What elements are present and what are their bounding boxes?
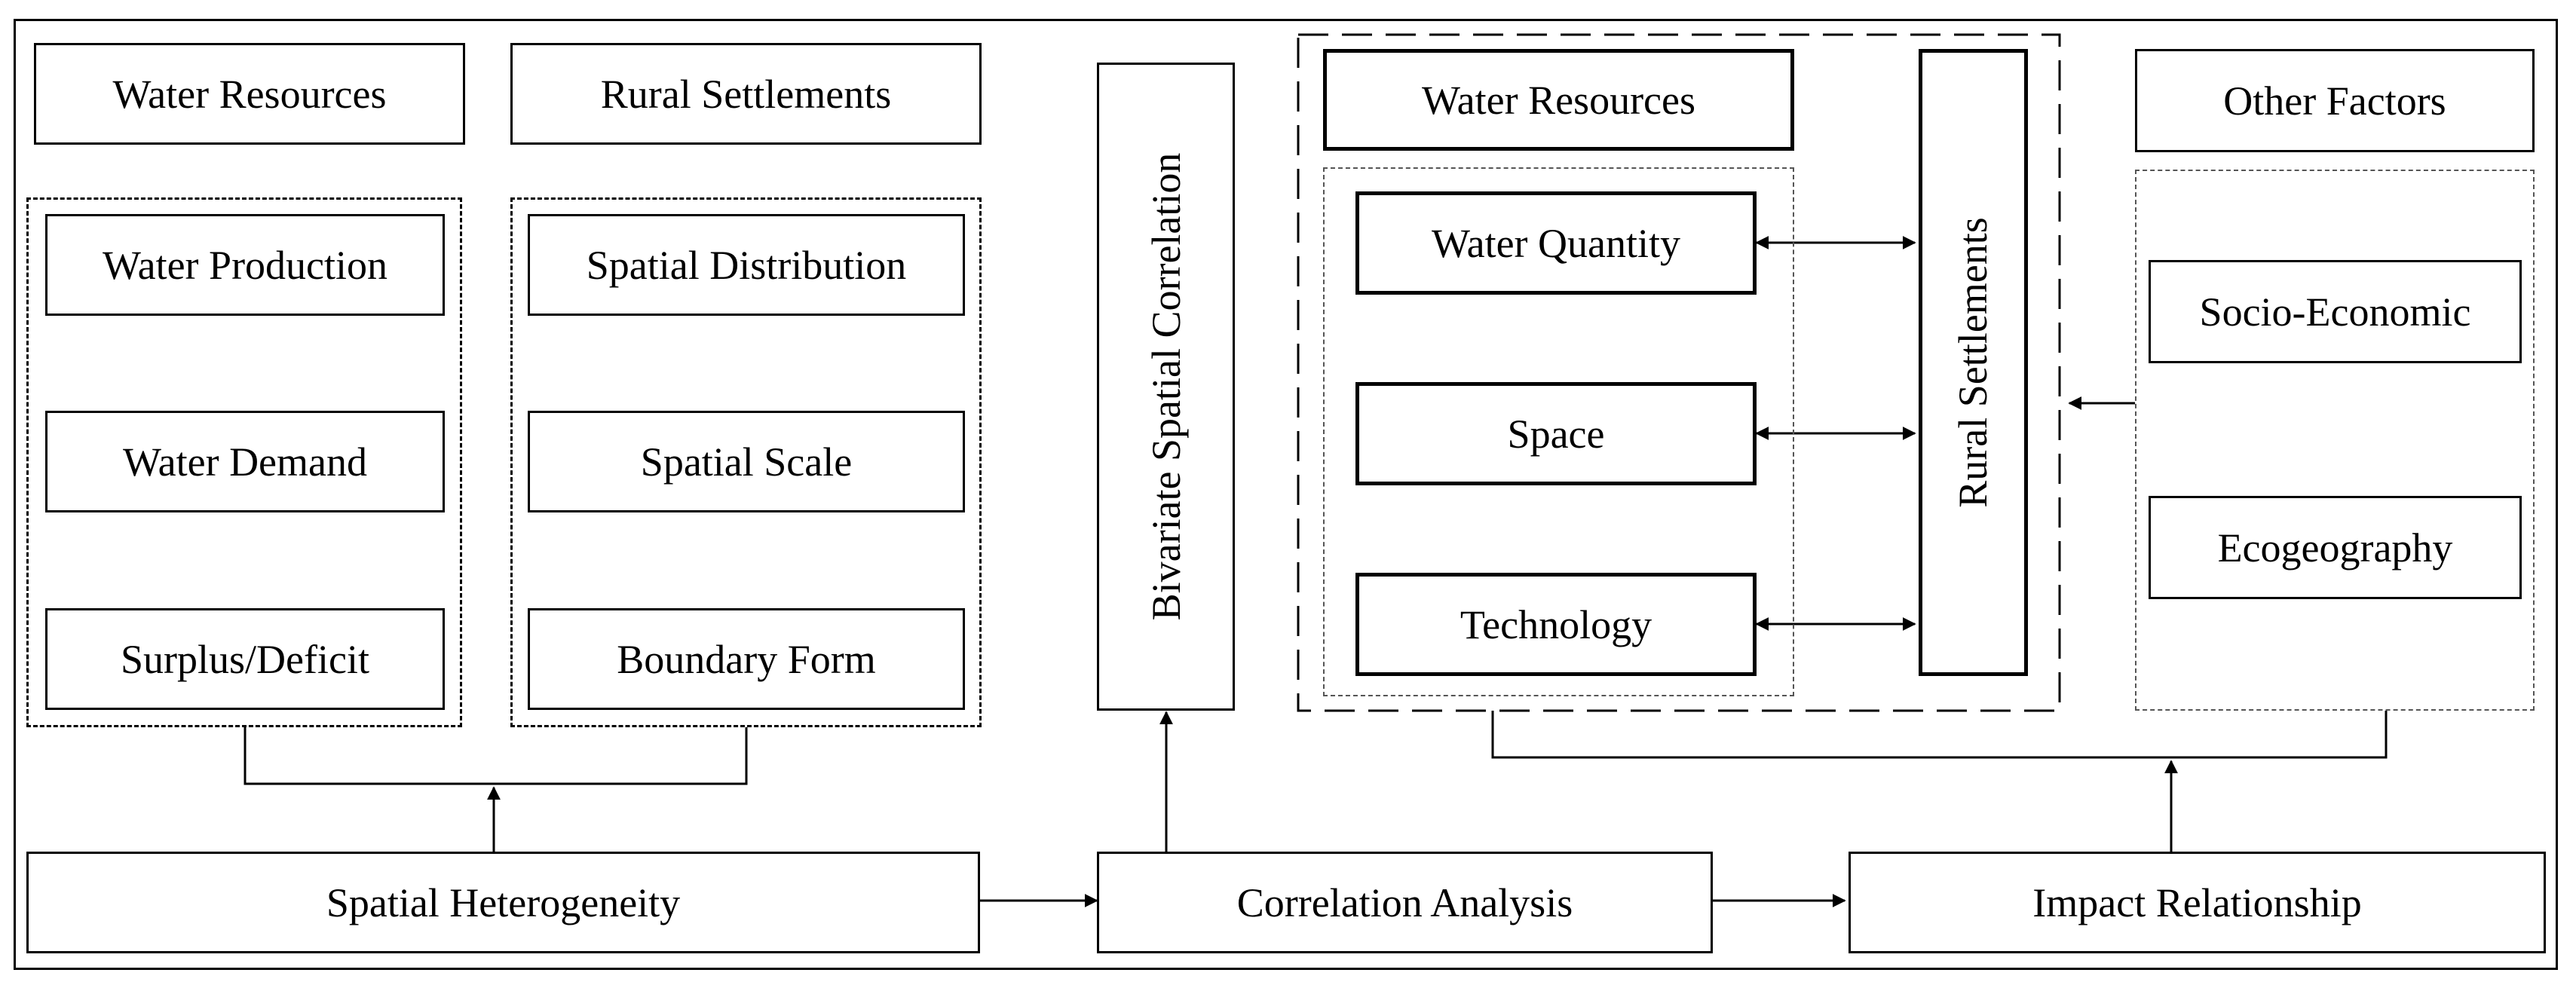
impact-relationship-box: Impact Relationship: [1849, 852, 2546, 953]
bivariate-spatial-correlation-label: Bivariate Spatial Correlation: [1144, 152, 1189, 621]
label: Space: [1507, 411, 1605, 457]
right-bracket-line: [1491, 711, 2388, 759]
label: Other Factors: [2223, 78, 2446, 124]
label: Technology: [1460, 601, 1652, 647]
right-water-items-group: [1323, 167, 1794, 696]
bivariate-spatial-correlation-box: [1097, 63, 1235, 711]
label: Spatial Scale: [640, 439, 853, 485]
rural-items-group: [510, 197, 982, 727]
right-water-resources-title: Water Resources: [1323, 49, 1794, 151]
label: Surplus/Deficit: [121, 636, 369, 682]
ecogeography-box: Ecogeography: [2149, 496, 2522, 599]
spatial-scale-box: Spatial Scale: [528, 411, 965, 512]
rural-settlements-vertical-box: [1919, 49, 2028, 676]
other-factors-group: [2135, 170, 2535, 711]
label: Water Resources: [1422, 77, 1695, 123]
correlation-analysis-box: Correlation Analysis: [1097, 852, 1713, 953]
diagram-frame: [14, 19, 2558, 970]
other-factors-title: Other Factors: [2135, 49, 2535, 152]
label: Correlation Analysis: [1236, 879, 1573, 925]
label: Ecogeography: [2217, 525, 2453, 571]
water-production-box: Water Production: [45, 214, 445, 316]
boundary-form-box: Boundary Form: [528, 608, 965, 710]
label: Impact Relationship: [2032, 879, 2362, 925]
label: Rural Settlements: [600, 71, 892, 117]
rural-settlements-vertical-label: Rural Settlements: [1950, 217, 1996, 508]
label: Spatial Distribution: [586, 242, 907, 288]
left-rural-settlements-title: Rural Settlements: [510, 43, 982, 145]
label: Water Resources: [112, 71, 387, 117]
technology-box: Technology: [1355, 573, 1757, 676]
socio-economic-box: Socio-Economic: [2149, 260, 2522, 363]
left-bracket-line: [244, 727, 748, 785]
label: Socio-Economic: [2199, 289, 2471, 335]
spatial-heterogeneity-box: Spatial Heterogeneity: [26, 852, 980, 953]
label: Water Quantity: [1431, 220, 1681, 266]
label: Water Production: [102, 242, 388, 288]
left-water-resources-title: Water Resources: [34, 43, 465, 145]
label: Boundary Form: [617, 636, 876, 682]
water-items-group: [26, 197, 462, 727]
label: Spatial Heterogeneity: [326, 879, 681, 925]
surplus-deficit-box: Surplus/Deficit: [45, 608, 445, 710]
water-demand-box: Water Demand: [45, 411, 445, 512]
label: Water Demand: [123, 439, 367, 485]
spatial-distribution-box: Spatial Distribution: [528, 214, 965, 316]
right-dashed-container: [1297, 33, 2061, 712]
space-box: Space: [1355, 382, 1757, 485]
water-quantity-box: Water Quantity: [1355, 191, 1757, 295]
